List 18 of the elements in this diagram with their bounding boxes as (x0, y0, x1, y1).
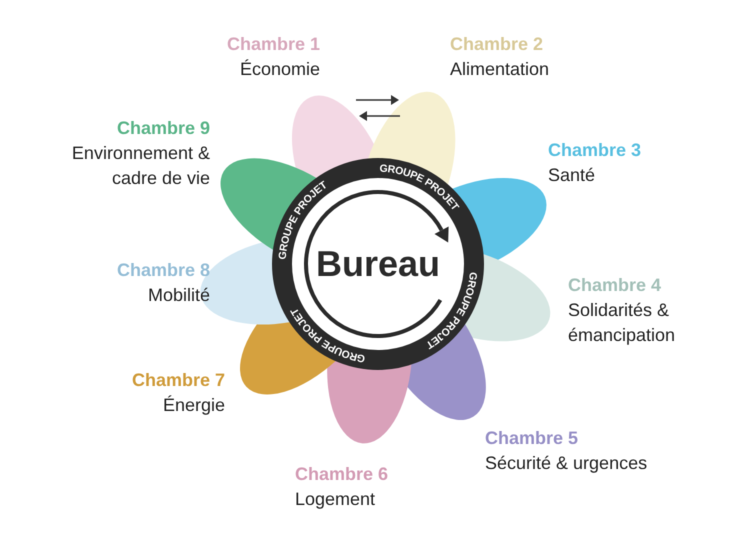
chamber-topic: Mobilité (146, 284, 210, 307)
chamber-heading: Chambre 8 (116, 259, 210, 282)
chamber-heading: Chambre 9 (116, 117, 210, 140)
chamber-topic: Énergie (162, 394, 225, 417)
chamber-heading: Chambre 3 (548, 139, 642, 162)
chamber-heading: Chambre 4 (568, 274, 662, 297)
center-title: Bureau (316, 243, 440, 285)
chamber-topic: Sécurité & urgences (485, 452, 648, 475)
chamber-heading: Chambre 2 (450, 33, 544, 56)
chamber-topic: Logement (295, 488, 376, 511)
chamber-topic: Solidarités & émancipation (568, 299, 676, 347)
chamber-heading: Chambre 5 (485, 427, 580, 450)
chamber-topic: Environnement & cadre de vie (70, 142, 210, 190)
chamber-heading: Chambre 1 (226, 33, 320, 56)
chamber-topic: Alimentation (450, 58, 550, 81)
chamber-topic: Économie (238, 58, 320, 81)
chamber-topic: Santé (548, 164, 596, 187)
chamber-heading: Chambre 7 (130, 369, 225, 392)
